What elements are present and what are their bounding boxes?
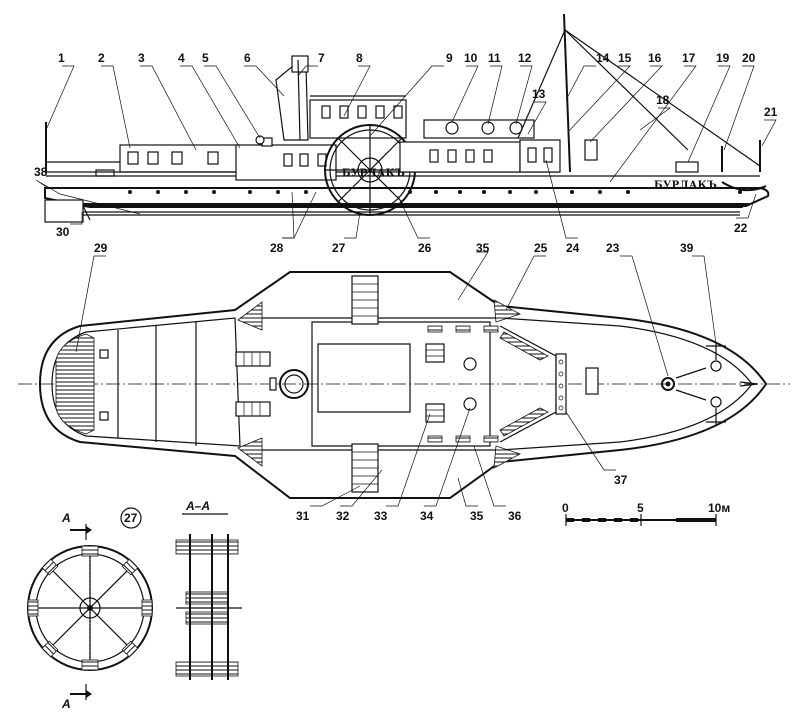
callout-2: 2 xyxy=(98,51,105,65)
paddle-wheel-detail: 27 А А А–А xyxy=(27,499,242,711)
callout-27: 27 xyxy=(332,241,346,255)
scale-tick-5: 5 xyxy=(637,501,644,515)
callout-12: 12 xyxy=(518,51,532,65)
callout-33: 33 xyxy=(374,509,388,523)
callout-1: 1 xyxy=(58,51,65,65)
callout-11: 11 xyxy=(488,51,501,65)
callout-31: 31 xyxy=(296,509,310,523)
leader-lines xyxy=(35,65,777,507)
side-elevation: БУРЛАКЪ БУРЛАКЪ xyxy=(44,13,770,223)
callout-20: 20 xyxy=(742,51,756,65)
section-title: А–А xyxy=(185,499,210,513)
callout-6: 6 xyxy=(244,51,251,65)
callout-7: 7 xyxy=(318,51,325,65)
callout-37: 37 xyxy=(614,473,628,487)
callout-3: 3 xyxy=(138,51,145,65)
callout-4: 4 xyxy=(178,51,185,65)
callout-15: 15 xyxy=(618,51,632,65)
callout-5: 5 xyxy=(202,51,209,65)
callout-16: 16 xyxy=(648,51,662,65)
scale-bar: 0 5 10м xyxy=(562,501,730,526)
callout-35-top: 35 xyxy=(476,241,490,255)
callout-25: 25 xyxy=(534,241,548,255)
cut-mark-top: А xyxy=(61,511,71,525)
callout-26: 26 xyxy=(418,241,432,255)
scale-tick-0: 0 xyxy=(562,501,569,515)
callout-9: 9 xyxy=(446,51,453,65)
cut-mark-bottom: А xyxy=(61,697,71,711)
callout-13: 13 xyxy=(532,87,546,101)
callout-21: 21 xyxy=(764,105,778,119)
callout-24: 24 xyxy=(566,241,580,255)
callout-22: 22 xyxy=(734,221,748,235)
callout-17: 17 xyxy=(682,51,696,65)
callout-36: 36 xyxy=(508,509,522,523)
callout-32: 32 xyxy=(336,509,350,523)
callout-18: 18 xyxy=(656,93,670,107)
portholes xyxy=(128,190,742,194)
callout-19: 19 xyxy=(716,51,730,65)
callout-39: 39 xyxy=(680,241,694,255)
callout-29: 29 xyxy=(94,241,108,255)
callout-35-bottom: 35 xyxy=(470,509,484,523)
callout-28: 28 xyxy=(270,241,284,255)
callout-10: 10 xyxy=(464,51,478,65)
scale-tick-10: 10м xyxy=(708,501,730,515)
detail-ref-27: 27 xyxy=(124,511,138,525)
callout-14: 14 xyxy=(596,51,610,65)
wheel-nameplate: БУРЛАКЪ xyxy=(342,168,405,179)
callout-38: 38 xyxy=(34,165,48,179)
callout-23: 23 xyxy=(606,241,620,255)
callout-8: 8 xyxy=(356,51,363,65)
plan-view xyxy=(18,271,790,499)
callout-30: 30 xyxy=(56,225,70,239)
callout-34: 34 xyxy=(420,509,434,523)
callout-numbers: 1 2 3 4 5 6 7 8 9 10 11 12 13 14 15 16 1… xyxy=(34,51,778,523)
bow-nameplate: БУРЛАКЪ xyxy=(654,180,717,191)
